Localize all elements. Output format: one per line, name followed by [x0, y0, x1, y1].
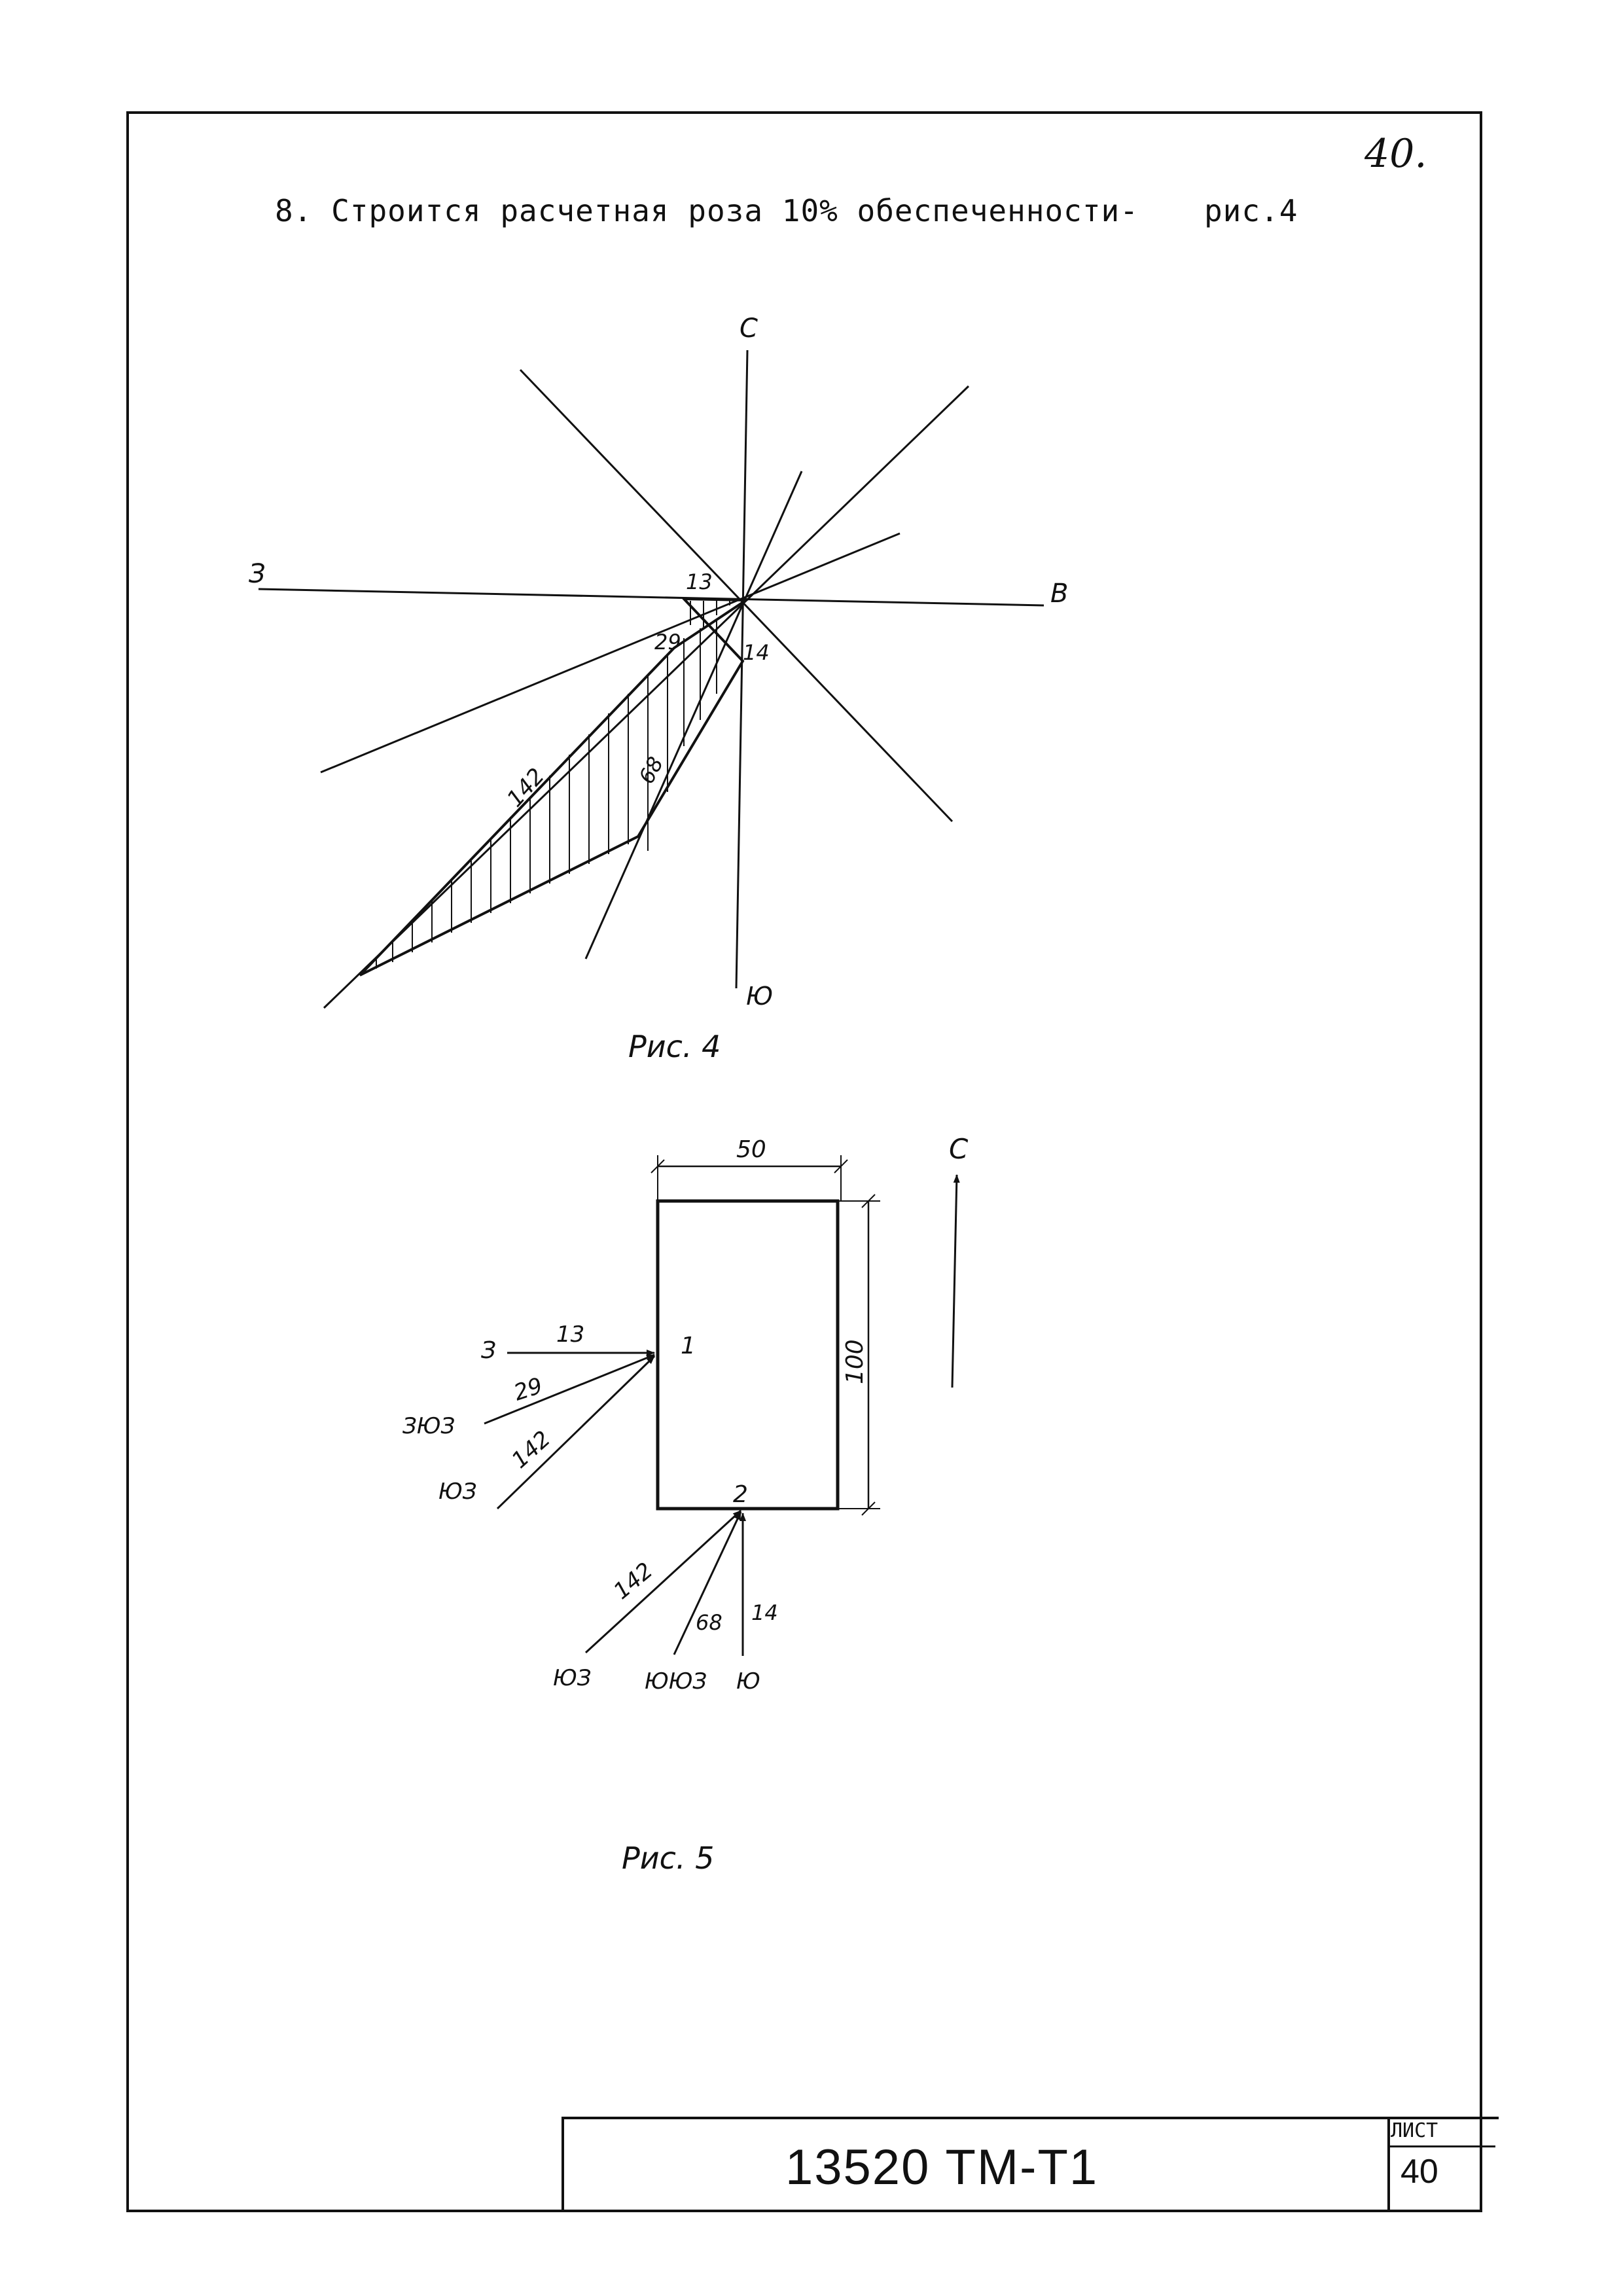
p2-arrow-2-value: 14 — [751, 1600, 778, 1625]
p1-arrow-2-dir: ЮЗ — [438, 1479, 477, 1505]
arrow-p2-sw — [584, 1509, 742, 1654]
p1-arrow-0-dir: З — [481, 1337, 496, 1364]
p2-arrow-1-value: 68 — [696, 1610, 722, 1635]
fig5-dim-height: 100 — [842, 1339, 868, 1384]
fig4-compass-south: Ю — [746, 982, 773, 1011]
fig4-value-west: 13 — [686, 569, 713, 594]
sheet-number: 40 — [1400, 2153, 1438, 2191]
diagonal-nw-se — [519, 368, 954, 823]
sheet-box — [1387, 2117, 1495, 2212]
ray-ene-wsw — [320, 532, 901, 774]
fig4-compass-north: С — [740, 314, 758, 344]
building-outline — [656, 1199, 840, 1511]
p2-arrow-1-dir: ЮЮЗ — [645, 1668, 707, 1695]
rose-polygon — [359, 597, 751, 977]
p1-arrow-0-value: 13 — [556, 1321, 584, 1348]
axis-west-east — [258, 588, 1044, 607]
figure-5-plan — [484, 1155, 960, 1656]
fig4-value-wsw: 29 — [654, 630, 681, 655]
page-number: 40. — [1364, 131, 1427, 177]
fig5-point-2: 2 — [733, 1481, 748, 1508]
sheet-divider — [1387, 2145, 1495, 2147]
fig4-caption: Рис. 4 — [628, 1029, 721, 1064]
arrow-p1-sw — [496, 1355, 656, 1510]
arrow-p2-ssw — [673, 1511, 742, 1655]
document-code: 13520 ТМ-Т1 — [785, 2140, 1099, 2195]
p2-arrow-0-value: 142 — [609, 1558, 658, 1605]
p1-arrow-1-dir: ЗЮЗ — [402, 1413, 455, 1439]
fig4-compass-east: В — [1050, 579, 1068, 609]
heading-figure-ref: рис.4 — [1204, 193, 1298, 228]
figure-4-wind-rose — [258, 350, 1044, 1009]
diagonal-ne-sw — [323, 385, 970, 1009]
ray-nne-ssw — [584, 471, 803, 960]
axis-north-south — [735, 350, 749, 989]
p1-arrow-2-value: 142 — [507, 1426, 556, 1474]
drawing-frame — [126, 111, 1482, 2212]
fig4-value-sw: 142 — [502, 763, 550, 812]
fig4-value-south: 14 — [743, 640, 770, 665]
title-block — [562, 2117, 1499, 2212]
fig5-north-label: С — [949, 1133, 969, 1165]
fig4-compass-west: З — [249, 559, 266, 589]
section-heading: 8. Строится расчетная роза 10% обеспечен… — [275, 193, 1298, 228]
rose-hatching — [376, 601, 730, 969]
fig5-point-1: 1 — [681, 1333, 696, 1359]
fig5-dim-width: 50 — [736, 1136, 766, 1163]
north-arrow — [951, 1174, 960, 1388]
fig5-caption: Рис. 5 — [622, 1840, 714, 1876]
sheet-label: ЛИСТ — [1391, 2119, 1438, 2142]
p2-arrow-2-dir: Ю — [736, 1668, 760, 1695]
heading-text: 8. Строится расчетная роза 10% обеспечен… — [275, 193, 1139, 228]
p2-arrow-0-dir: ЮЗ — [553, 1665, 592, 1691]
arrow-p1-wsw — [484, 1354, 655, 1425]
